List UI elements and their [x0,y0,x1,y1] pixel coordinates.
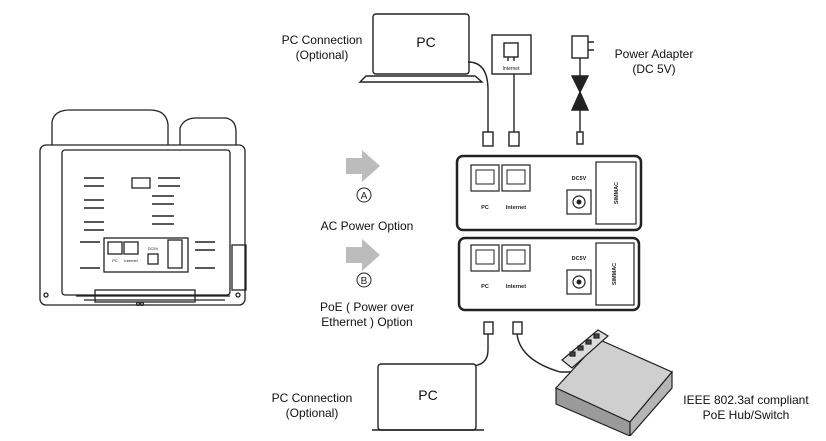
poe-switch-illustration [555,329,673,438]
ac-power-option-label: AC Power Option [320,219,414,233]
option-a-letter: A [361,191,368,202]
pc-connection-bottom-label: PC Connection (Optional) [260,391,364,421]
pc-top-screen-label: PC [416,34,435,50]
panel-a-internet-label: Internet [506,205,526,211]
arrow-a-icon [346,150,380,182]
panel-b-labels: PC Internet DC5V SIMMAC [481,256,618,290]
bottom-cables [469,321,585,380]
option-b-letter: B [361,276,368,287]
phone-back-dc-label: DC5V [148,246,159,251]
panel-b-pc-label: PC [481,284,489,290]
pc-connection-top-line2: (Optional) [295,48,349,62]
pc-top-illustration [358,13,494,147]
arrow-b-icon [346,239,380,271]
pc-bottom-illustration [372,363,484,431]
poe-option-line2: Ethernet ) Option [321,315,413,329]
internet-wall-jack [491,34,532,147]
power-adapter-label: Power Adapter (DC 5V) [604,47,704,77]
pc-connection-top-label: PC Connection (Optional) [270,33,374,63]
poe-switch-line1: IEEE 802.3af compliant [683,393,809,407]
pc-connection-top-line1: PC Connection [281,33,363,47]
option-a-circle [356,187,372,203]
panel-a-pc-label: PC [481,205,489,211]
poe-option-line1: PoE ( Power over [319,300,415,314]
option-b-circle [356,272,372,288]
power-adapter-illustration [570,35,594,145]
phone-back-illustration [39,109,247,307]
rear-panel-a [455,154,643,232]
rear-panel-b [457,236,641,312]
pc-bottom-screen-label: PC [418,387,437,403]
pc-connection-bottom-line2: (Optional) [285,406,339,420]
phone-back-internet-label: Internet [124,258,138,263]
wall-jack-label: Internet [503,66,521,72]
panel-a-dc-label: DC5V [572,176,587,182]
poe-switch-line2: PoE Hub/Switch [702,408,790,422]
poe-switch-label: IEEE 802.3af compliant PoE Hub/Switch [672,393,820,423]
panel-b-brand-label: SIMMAC [612,263,618,285]
poe-option-label: PoE ( Power over Ethernet ) Option [307,300,427,330]
phone-back-port-labels: PC Internet DC5V [112,246,158,263]
panel-a-labels: PC Internet DC5V SIMMAC [481,176,620,211]
panel-b-dc-label: DC5V [572,256,587,262]
power-adapter-line1: Power Adapter [614,47,694,61]
panel-b-internet-label: Internet [506,284,526,290]
phone-back-pc-label: PC [112,258,118,263]
power-adapter-line2: (DC 5V) [632,62,676,76]
pc-connection-bottom-line1: PC Connection [271,391,353,405]
panel-a-brand-label: SIMMAC [614,182,620,204]
